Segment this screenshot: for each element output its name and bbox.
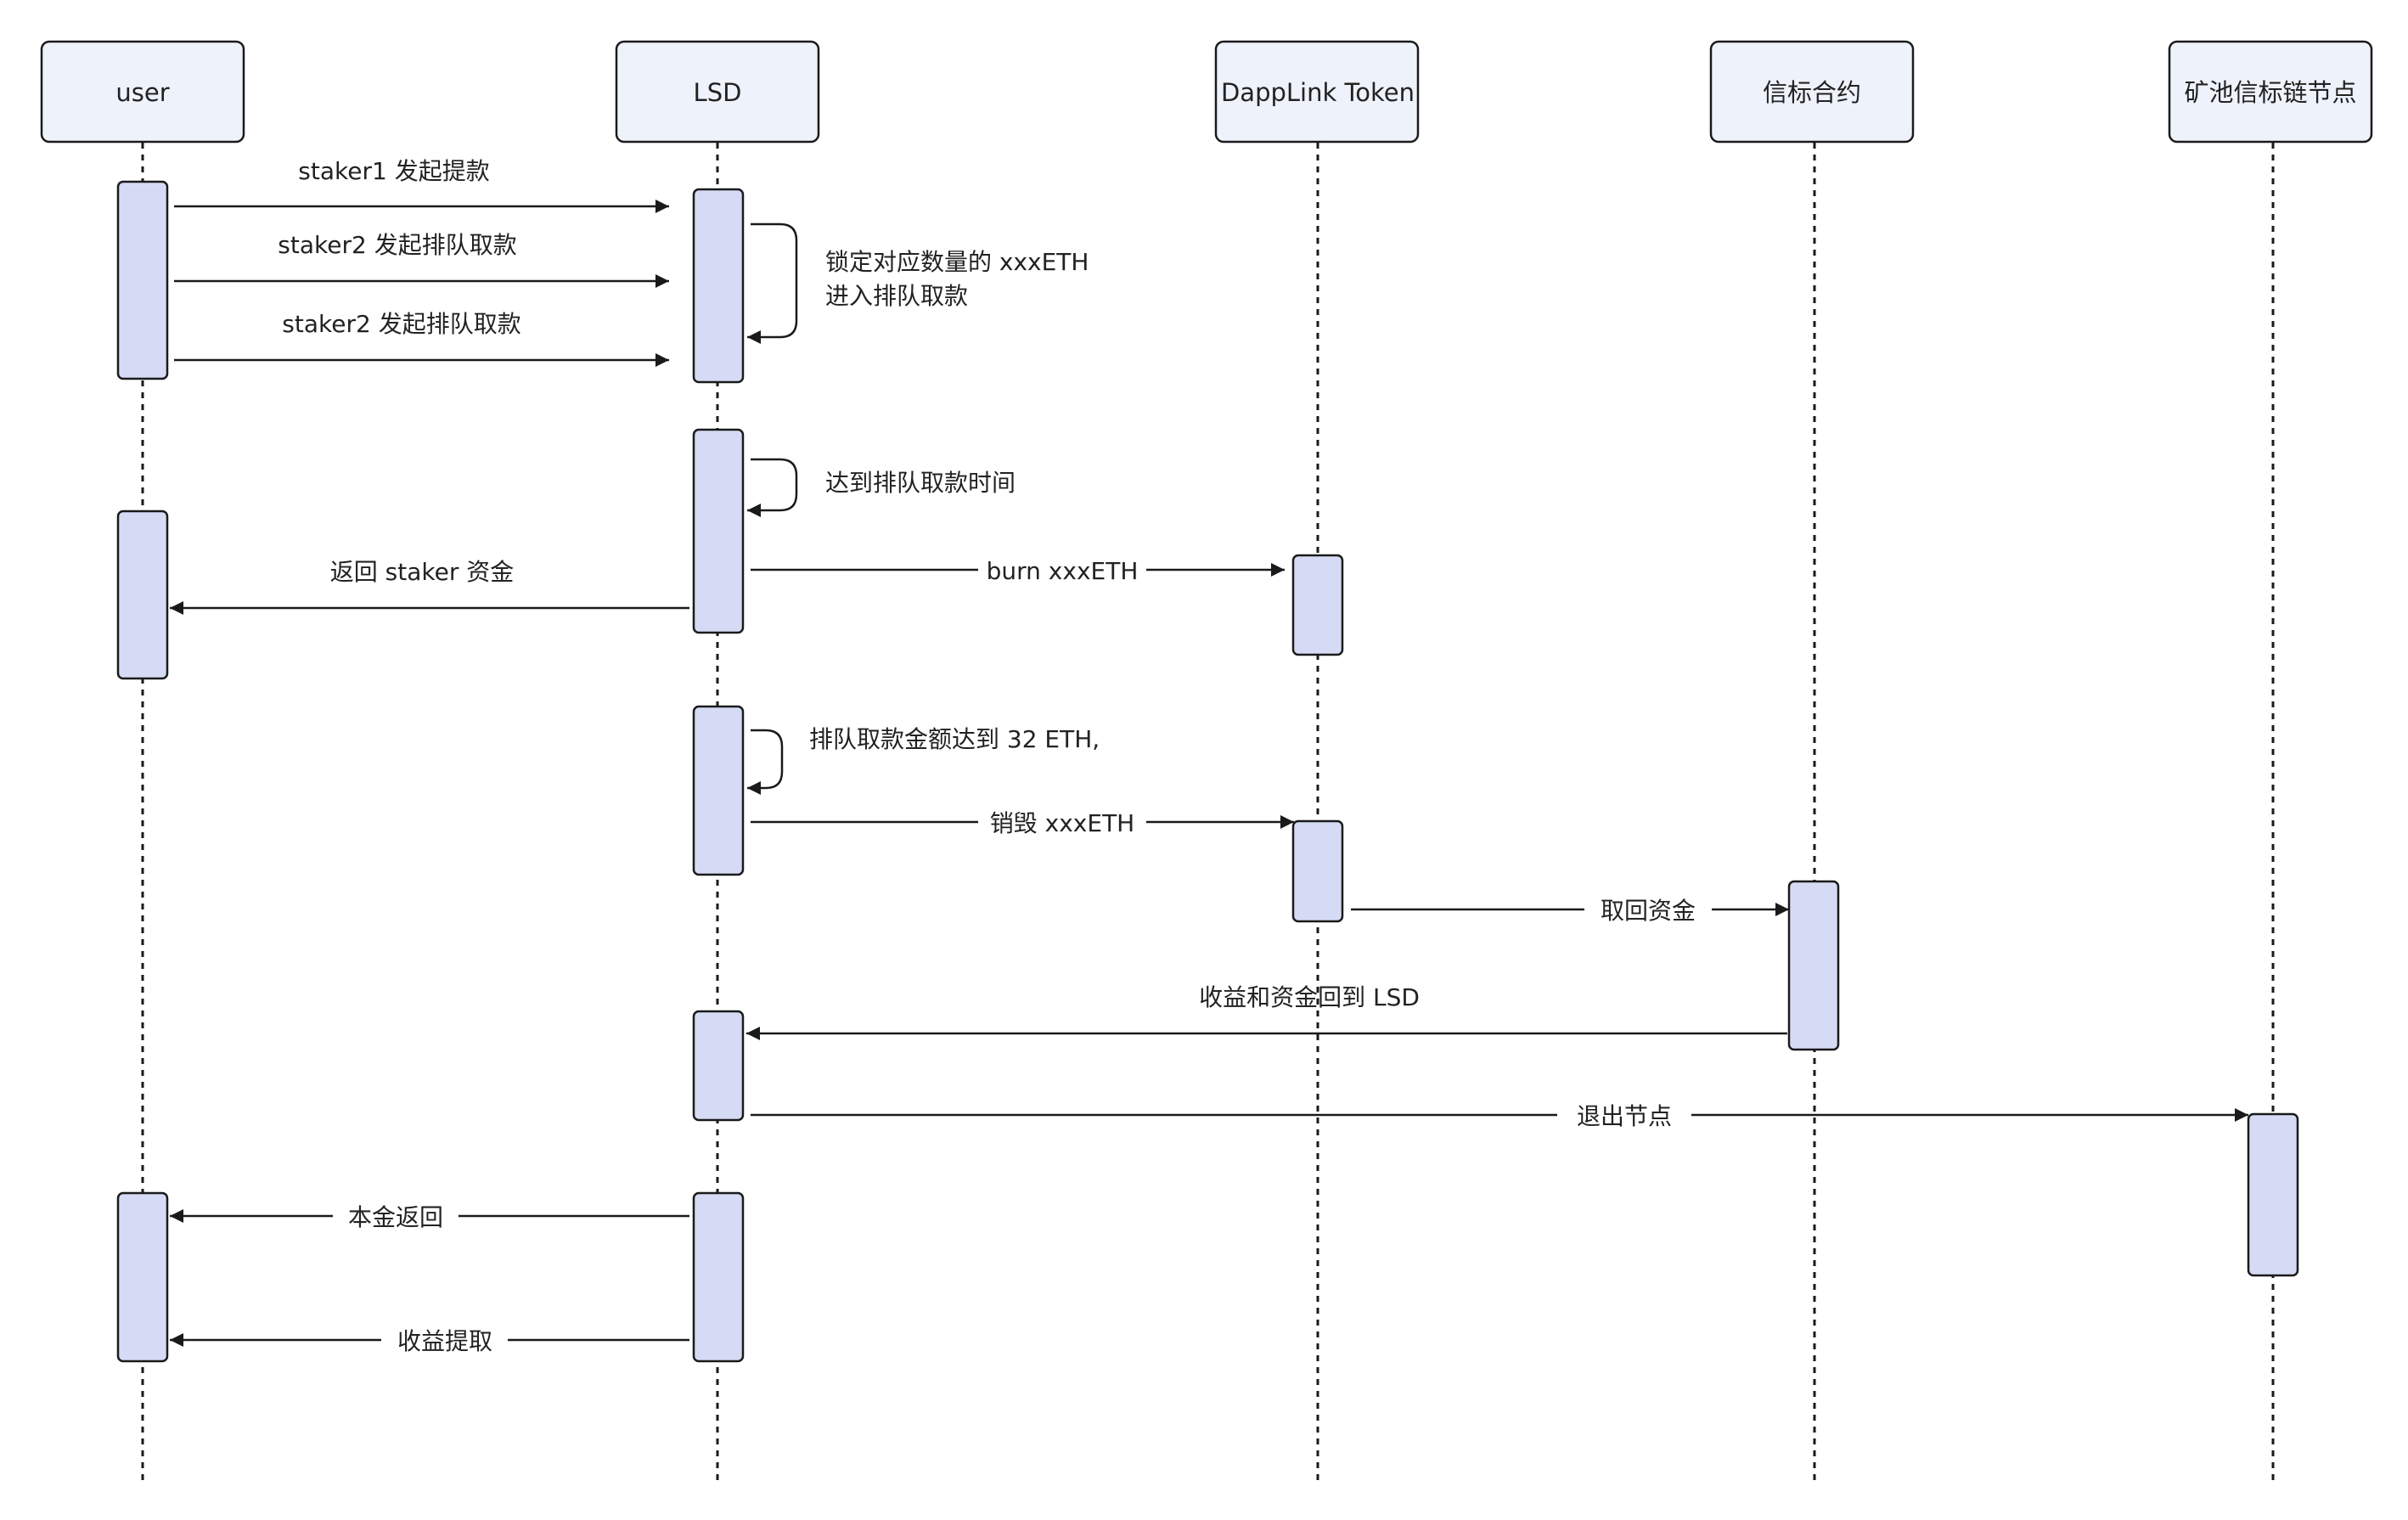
activation-bar <box>692 428 745 634</box>
message-label: burn xxxETH <box>987 557 1139 585</box>
activation-bar <box>692 188 745 384</box>
message-label: 收益和资金回到 LSD <box>1199 983 1420 1011</box>
participant-label: DappLink Token <box>1221 78 1415 107</box>
self-call-arrow <box>747 729 784 795</box>
message-label: 返回 staker 资金 <box>330 558 514 586</box>
participant-label: 矿池信标链节点 <box>2184 78 2356 107</box>
lifelines <box>141 143 2275 1482</box>
message-labels: staker1 发起提款 staker2 发起排队取款 staker2 发起排队… <box>278 157 1696 1355</box>
message-label: staker2 发起排队取款 <box>278 231 516 259</box>
participant-label: LSD <box>694 78 742 107</box>
message-label: 退出节点 <box>1577 1102 1672 1130</box>
message-label: 达到排队取款时间 <box>825 469 1016 497</box>
message-label: 销毁 xxxETH <box>990 809 1134 837</box>
self-call-arrow <box>747 458 798 517</box>
activation-bar <box>116 509 169 680</box>
participant-user: user <box>40 40 245 144</box>
participant-label: user <box>115 78 169 107</box>
participant-beacon-contract: 信标合约 <box>1709 40 1915 144</box>
participant-lsd: LSD <box>615 40 820 144</box>
message-label: staker1 发起提款 <box>298 157 489 185</box>
message-label: 收益提取 <box>397 1327 492 1355</box>
activation-bar <box>1787 880 1840 1051</box>
activation-bar <box>116 180 169 380</box>
activation-bar <box>1291 554 1344 656</box>
participant-label: 信标合约 <box>1763 78 1861 107</box>
participant-dapplink-token: DappLink Token <box>1214 40 1420 144</box>
activation-bars <box>116 180 2299 1363</box>
messages <box>170 200 2248 1347</box>
message-label: 排队取款金额达到 32 ETH, <box>809 725 1100 753</box>
message-label: staker2 发起排队取款 <box>282 310 520 338</box>
message-label: 本金返回 <box>348 1203 443 1231</box>
participant-pool-beacon-node: 矿池信标链节点 <box>2168 40 2373 144</box>
activation-bar <box>692 1191 745 1363</box>
self-call-arrow <box>747 222 798 344</box>
message-label: 取回资金 <box>1601 897 1696 925</box>
message-label: 进入排队取款 <box>825 282 968 310</box>
activation-bar <box>2247 1112 2299 1277</box>
activation-bar <box>116 1191 169 1363</box>
activation-bar <box>692 1010 745 1122</box>
message-label: 锁定对应数量的 xxxETH <box>825 248 1089 276</box>
activation-bar <box>1291 819 1344 923</box>
activation-bar <box>692 705 745 876</box>
